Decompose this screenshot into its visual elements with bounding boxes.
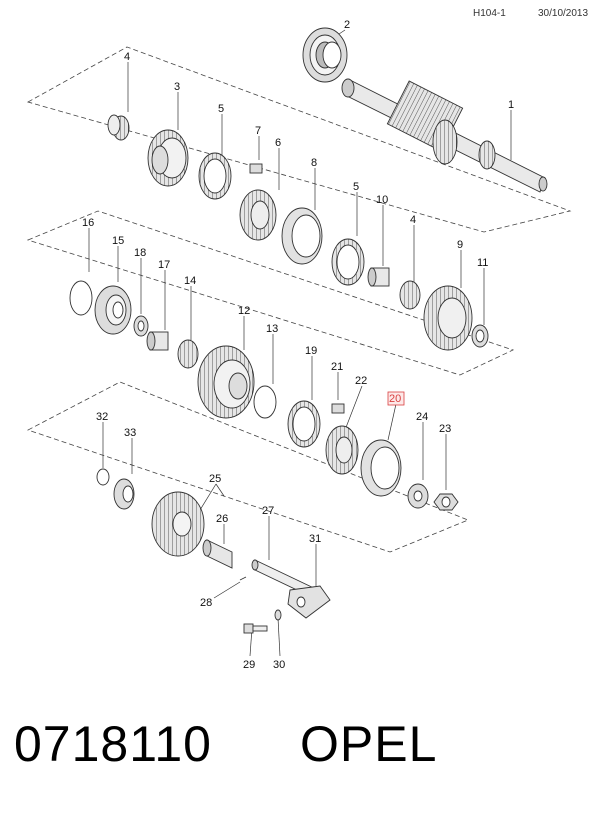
- gear-12: [197, 345, 255, 419]
- key-7: [249, 163, 263, 174]
- synchro-ring-5b: [331, 238, 365, 286]
- bushing-17: [146, 331, 169, 351]
- callout-3: 3: [174, 81, 180, 93]
- group-outline-middle: [26, 210, 515, 376]
- part-number: 0718110: [14, 716, 212, 772]
- callout-18: 18: [134, 247, 146, 259]
- bearing-15: [94, 285, 132, 335]
- callout-29: 29: [243, 659, 255, 671]
- nut-23: [433, 493, 459, 511]
- callout-24: 24: [416, 411, 428, 423]
- key-21: [331, 403, 345, 414]
- circlip-13: [253, 385, 277, 419]
- callout-26: 26: [216, 513, 228, 525]
- callout-14: 14: [184, 275, 196, 287]
- callout-25: 25: [209, 473, 221, 485]
- callout-1: 1: [508, 99, 514, 111]
- needle-bearing-4a: [107, 114, 130, 141]
- callout-12: 12: [238, 305, 250, 317]
- callout-9: 9: [457, 239, 463, 251]
- callout-7: 7: [255, 125, 261, 137]
- bolt-29: [243, 623, 268, 634]
- diagram-code: H104-1: [473, 8, 506, 19]
- bearing-2: [302, 27, 348, 83]
- callout-10: 10: [376, 194, 388, 206]
- callout-33: 33: [124, 427, 136, 439]
- synchro-hub-6: [239, 189, 277, 241]
- washer-18: [133, 315, 149, 337]
- gear-3: [147, 129, 189, 187]
- needle-bearing-14: [177, 339, 199, 369]
- bracket-31: [287, 585, 331, 619]
- callout-5: 5: [218, 103, 224, 115]
- synchro-ring-19: [287, 400, 321, 448]
- circlip-32: [96, 468, 110, 486]
- sleeve-20: [360, 439, 402, 497]
- callout-16: 16: [82, 217, 94, 229]
- callout-17: 17: [158, 259, 170, 271]
- callout-31: 31: [309, 533, 321, 545]
- sleeve-8: [281, 207, 323, 265]
- group-outline-top: [26, 46, 572, 233]
- callout-30: 30: [273, 659, 285, 671]
- callout-2: 2: [344, 19, 350, 31]
- pin-28: [239, 576, 247, 581]
- brand-name: OPEL: [300, 716, 438, 772]
- callout-27: 27: [262, 505, 274, 517]
- washer-24: [407, 483, 429, 509]
- callout-19: 19: [305, 345, 317, 357]
- callout-4b: 4: [410, 214, 416, 226]
- gear-9: [423, 285, 473, 351]
- main-shaft-1: [341, 78, 548, 193]
- callout-32: 32: [96, 411, 108, 423]
- callout-15: 15: [112, 235, 124, 247]
- reverse-gear-25: [151, 491, 205, 557]
- callout-21: 21: [331, 361, 343, 373]
- bushing-10: [367, 267, 390, 287]
- callout-13: 13: [266, 323, 278, 335]
- callout-28: 28: [200, 597, 212, 609]
- callout-22: 22: [355, 375, 367, 387]
- callout-5b: 5: [353, 181, 359, 193]
- circlip-16: [69, 280, 93, 316]
- bushing-33: [113, 478, 135, 510]
- synchro-hub-22: [325, 425, 359, 475]
- group-outline-bottom: [26, 381, 470, 553]
- diagram-date: 30/10/2013: [538, 8, 589, 19]
- washer-11: [471, 324, 489, 348]
- exploded-gear-diagram: 1 2 3 4 5 7 6 8 5 10 4 9 11 16 15 18 17 …: [26, 19, 572, 671]
- sleeve-26: [202, 539, 233, 569]
- callout-11: 11: [477, 257, 488, 269]
- callout-4: 4: [124, 51, 130, 63]
- callout-20-highlight: [387, 391, 405, 406]
- callout-23: 23: [439, 423, 451, 435]
- callout-8: 8: [311, 157, 317, 169]
- needle-bearing-4b: [399, 280, 421, 310]
- callout-6: 6: [275, 137, 281, 149]
- washer-30: [274, 609, 282, 621]
- synchro-ring-5a: [198, 152, 232, 200]
- callout-20: 20: [389, 393, 401, 405]
